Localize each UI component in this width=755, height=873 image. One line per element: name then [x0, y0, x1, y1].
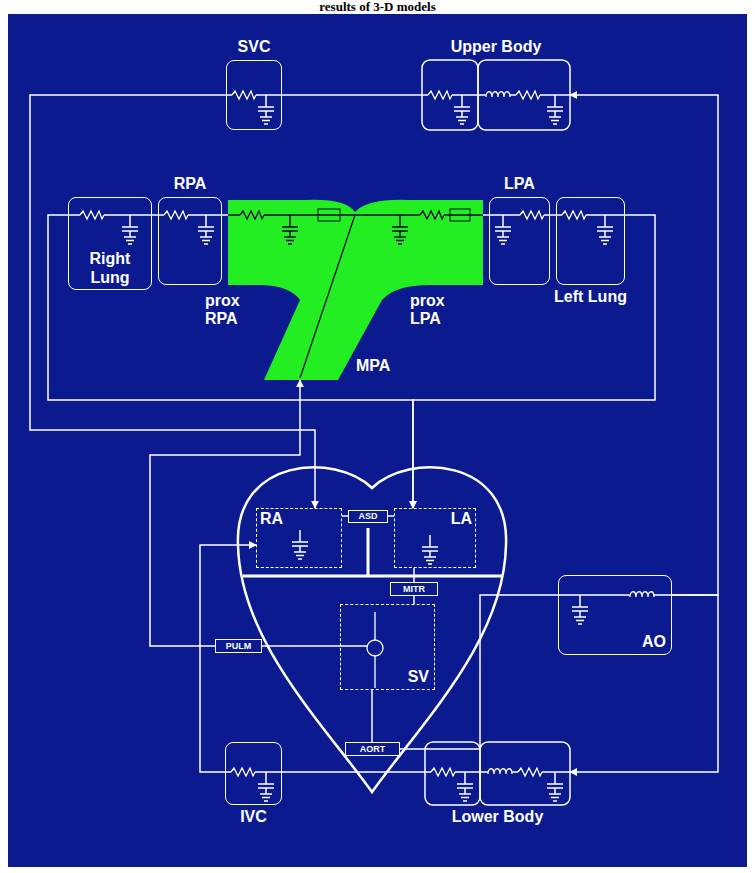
valve-box: AORT	[345, 742, 400, 756]
heart-circuit	[292, 530, 438, 688]
artery-circuit	[228, 209, 483, 378]
flow-connector	[262, 645, 340, 647]
node-label: Right Lung	[71, 250, 149, 287]
flow-connector	[413, 215, 655, 508]
valve-box: ASD	[348, 510, 388, 523]
node-label: RPA	[174, 175, 207, 193]
heart-chamber: RA	[256, 508, 342, 568]
flow-connector	[413, 596, 415, 604]
flow-connector	[200, 545, 256, 772]
node-label: MITR	[403, 585, 425, 594]
node-label: RA	[260, 510, 283, 528]
node-label: prox LPA	[410, 292, 460, 329]
flow-connector	[222, 214, 228, 216]
vessel-box: IVC	[225, 742, 282, 805]
lung-box: Left Lung	[556, 197, 625, 285]
flow-connector	[570, 595, 718, 772]
node-label: AORT	[360, 745, 386, 754]
node-label: SV	[408, 668, 429, 686]
flow-connector	[48, 215, 413, 508]
artery-region: prox RPAprox LPAMPA	[228, 197, 483, 380]
valve-box: MITR	[390, 582, 438, 596]
node-label: prox RPA	[205, 292, 255, 329]
pulmonary-artery-region	[228, 200, 483, 380]
slide-title: results of 3-D models	[0, 0, 755, 14]
node-label: SVC	[238, 38, 271, 56]
flow-connector	[570, 95, 718, 595]
flow-connector	[282, 771, 425, 773]
flow-connector	[282, 94, 422, 96]
vessel-box: AO	[558, 575, 672, 655]
node-label: Lower Body	[415, 808, 580, 826]
lung-box: Right Lung	[68, 197, 152, 290]
vessel-box: Lower Body	[425, 742, 570, 805]
heart-chamber: SV	[340, 604, 435, 690]
node-label: PULM	[226, 642, 252, 651]
node-label: AO	[642, 633, 666, 651]
node-label: MPA	[356, 357, 406, 375]
circuit-symbols	[68, 60, 672, 805]
vessel-box: SVC	[226, 60, 282, 130]
vessel-box: RPA	[158, 197, 222, 285]
background-panel	[8, 14, 747, 867]
heart-outline	[238, 467, 506, 792]
node-label: LPA	[504, 175, 535, 193]
node-label: ASD	[358, 512, 377, 521]
vessel-box: LPA	[489, 197, 550, 285]
flow-connector	[413, 568, 415, 582]
flow-connector	[400, 595, 558, 749]
node-label: Upper Body	[451, 38, 542, 56]
node-label: Left Lung	[546, 288, 635, 306]
vessel-box: Upper Body	[422, 60, 570, 130]
node-label: IVC	[215, 808, 292, 826]
heart-chamber: LA	[394, 508, 476, 568]
flow-connector	[371, 690, 373, 742]
flow-connector	[30, 95, 315, 508]
flow-connector	[150, 380, 300, 646]
node-label: LA	[451, 510, 472, 528]
valve-box: PULM	[215, 639, 262, 653]
